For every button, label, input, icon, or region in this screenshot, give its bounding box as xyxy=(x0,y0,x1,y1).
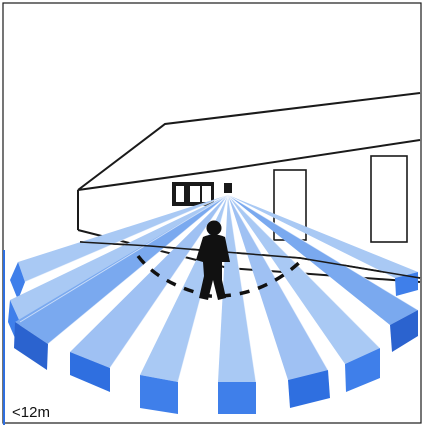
motion-sensor-icon xyxy=(224,183,232,193)
range-label: <12m xyxy=(12,404,50,421)
